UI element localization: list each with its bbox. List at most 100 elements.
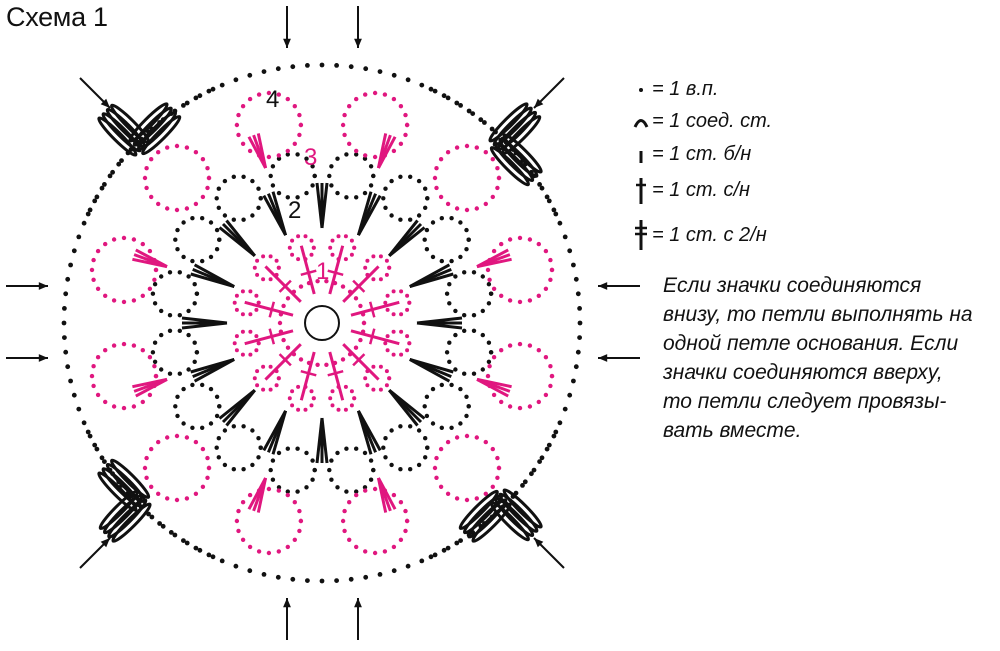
chain-dot bbox=[543, 248, 549, 254]
chain-dot bbox=[241, 424, 246, 429]
chain-dot bbox=[165, 145, 170, 150]
chain-dot bbox=[330, 403, 335, 408]
chain-dot bbox=[121, 341, 127, 347]
chain-dot bbox=[186, 332, 191, 338]
chain-dot bbox=[219, 82, 225, 88]
chain-dot bbox=[454, 206, 460, 211]
chain-dot bbox=[483, 150, 488, 155]
chain-dot bbox=[432, 465, 438, 471]
chain-dot bbox=[537, 459, 542, 464]
treble-crochet-mark bbox=[328, 245, 345, 295]
chain-dot bbox=[482, 120, 487, 125]
chain-dot bbox=[352, 245, 357, 250]
chain-dot bbox=[546, 442, 552, 448]
chain-dot bbox=[65, 364, 71, 370]
chain-dot bbox=[445, 439, 451, 445]
chain-dot bbox=[266, 154, 272, 160]
chain-dot bbox=[445, 150, 451, 155]
chain-dot bbox=[85, 429, 91, 435]
chain-dot bbox=[329, 164, 334, 169]
cluster-stitch bbox=[181, 316, 228, 330]
chain-dot bbox=[471, 313, 477, 318]
chain-dot bbox=[328, 396, 333, 401]
chain-dot bbox=[256, 186, 261, 191]
chain-dot bbox=[181, 254, 186, 260]
chain-dot bbox=[539, 185, 545, 191]
chain-dot bbox=[234, 518, 240, 524]
chain-dot bbox=[398, 174, 403, 179]
chain-dot bbox=[276, 92, 281, 97]
chain-dot bbox=[193, 150, 199, 155]
chain-dot bbox=[256, 455, 261, 460]
chain-dot bbox=[381, 196, 386, 201]
legend-item-slip-stitch: = 1 соед. ст. bbox=[630, 106, 772, 136]
chain-dot bbox=[103, 348, 108, 353]
chain-dot bbox=[214, 413, 220, 419]
chain-dot bbox=[403, 528, 408, 534]
chain-dot bbox=[398, 537, 404, 542]
chain-dot bbox=[405, 348, 410, 353]
chain-dot bbox=[205, 455, 210, 461]
chain-dot bbox=[63, 291, 69, 297]
chain-dot bbox=[425, 196, 430, 201]
chain-dot bbox=[216, 436, 221, 441]
chain-dot bbox=[248, 329, 253, 334]
corner-cluster bbox=[97, 458, 152, 543]
chain-dot bbox=[330, 252, 335, 257]
chain-dot bbox=[372, 486, 378, 492]
chain-dot bbox=[349, 389, 354, 394]
chain-dot bbox=[250, 428, 255, 433]
chain-dot bbox=[536, 241, 541, 247]
chain-dot bbox=[399, 289, 404, 294]
chain-dot bbox=[247, 72, 253, 78]
chain-dot bbox=[254, 334, 259, 339]
chain-dot bbox=[349, 403, 354, 408]
chain-dot bbox=[247, 492, 253, 498]
chain-dot bbox=[287, 396, 292, 401]
joining-arrow bbox=[6, 354, 48, 362]
chain-dot bbox=[445, 201, 451, 207]
chain-dot bbox=[255, 272, 260, 277]
chain-dot bbox=[296, 407, 301, 412]
chain-dot bbox=[193, 491, 199, 496]
chain-dot bbox=[181, 220, 186, 225]
chain-dot bbox=[447, 340, 452, 345]
chain-dot bbox=[94, 446, 100, 452]
chain-dot bbox=[236, 508, 241, 514]
chain-dot bbox=[193, 201, 199, 207]
chain-dot bbox=[487, 277, 492, 282]
chain-dot bbox=[328, 245, 333, 250]
chain-dot bbox=[295, 489, 300, 494]
joining-arrow bbox=[6, 282, 48, 290]
cluster-stitch bbox=[409, 357, 454, 383]
round-label-1: 1 bbox=[316, 258, 329, 285]
chain-dot bbox=[152, 364, 157, 369]
chain-dot bbox=[241, 174, 246, 179]
chain-dot bbox=[200, 382, 205, 388]
chain-dot bbox=[270, 183, 276, 188]
stitch-bar bbox=[368, 328, 376, 345]
chain-dot bbox=[536, 399, 541, 405]
chain-dot bbox=[231, 467, 236, 472]
chain-dot bbox=[548, 277, 553, 282]
legend-label: = 1 в.п. bbox=[652, 77, 719, 100]
chain-dot bbox=[391, 96, 397, 102]
chain-dot bbox=[205, 185, 210, 191]
chain-dot bbox=[210, 86, 216, 92]
chain-dot bbox=[276, 488, 281, 493]
chain-dot bbox=[398, 424, 403, 429]
chain-dot bbox=[241, 467, 246, 472]
chain-dot bbox=[387, 265, 392, 270]
chain-dot bbox=[186, 274, 191, 279]
chain-dot bbox=[290, 403, 295, 408]
chain-dot bbox=[62, 335, 67, 340]
chain-dot bbox=[464, 394, 469, 399]
chain-dot bbox=[256, 205, 261, 210]
chain-dot bbox=[378, 387, 383, 392]
chain-dot bbox=[240, 329, 245, 334]
chain-dot bbox=[200, 194, 206, 200]
chain-dot bbox=[549, 267, 555, 273]
chain-dot bbox=[192, 340, 197, 345]
chain-dot bbox=[543, 392, 549, 398]
chain-dot bbox=[507, 343, 513, 348]
